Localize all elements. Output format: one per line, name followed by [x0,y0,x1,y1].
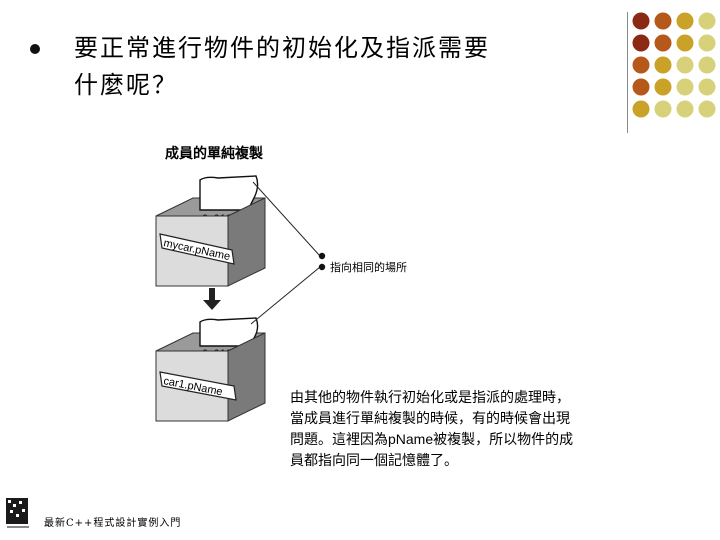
down-arrow-icon [203,288,221,310]
decorative-dot [633,57,650,74]
top-object-box: 0x01000 mycar.pName [156,176,265,286]
slide-title: 要正常進行物件的初始化及指派需要 什麼呢？ [74,30,594,104]
decorative-dot [677,35,694,52]
publisher-logo-icon [4,497,32,531]
decorative-dot [655,13,672,30]
pointer-copy-diagram: 0x01000 mycar.pName 0x01000 car1.pName 指… [148,138,468,418]
target-dot-top [319,253,325,259]
decorative-dot [699,13,716,30]
decorative-dot [699,101,716,118]
target-dot-bottom [319,264,325,270]
bullet-icon [30,44,40,54]
bottom-object-box: 0x01000 car1.pName [156,318,265,421]
decorative-dot [655,57,672,74]
accent-divider-line [627,12,628,133]
decorative-dot [677,101,694,118]
decorative-dot-grid [630,12,720,142]
decorative-dot [677,57,694,74]
decorative-dot [633,13,650,30]
decorative-dot [633,35,650,52]
decorative-dot [655,35,672,52]
decorative-dot [655,101,672,118]
decorative-dot [633,101,650,118]
bottom-pointer-connector [251,267,320,324]
decorative-dot [655,79,672,96]
decorative-dot [699,35,716,52]
footer-book-title: 最新C++程式設計實例入門 [44,514,181,529]
decorative-dot [699,57,716,74]
decorative-dot [677,79,694,96]
decorative-dot [633,79,650,96]
decorative-dot [699,79,716,96]
target-location-label: 指向相同的場所 [330,260,407,274]
decorative-dot [677,13,694,30]
diagram-caption: 由其他的物件執行初始化或是指派的處理時， 當成員進行單純複製的時候，有的時候會出… [290,387,670,471]
